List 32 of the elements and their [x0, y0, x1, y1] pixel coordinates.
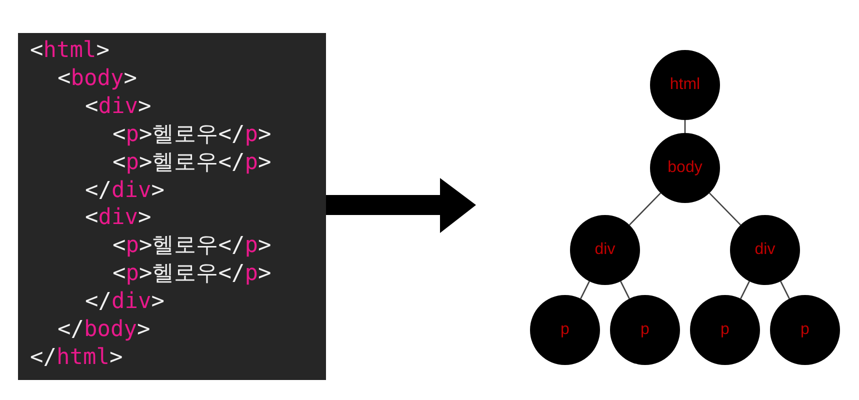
connector-line — [708, 192, 742, 226]
node-label: html — [670, 76, 700, 94]
code-line: </html> — [30, 344, 123, 372]
code-line: </div> — [85, 176, 164, 204]
tree-node-circle — [570, 215, 640, 285]
connector-line — [684, 120, 686, 133]
connector-line — [620, 281, 630, 299]
node-label: p — [640, 321, 650, 339]
code-line: <div> — [85, 204, 152, 232]
tree-node-circle — [650, 133, 720, 203]
node-label: div — [754, 241, 776, 259]
connector-line — [780, 281, 790, 299]
code-line: <p>헬로우</p> — [112, 260, 272, 288]
code-line: </body> — [58, 316, 150, 344]
tree-node-circle — [730, 215, 800, 285]
code-line: <p>헬로우</p> — [112, 120, 272, 149]
code-line: <p>헬로우</p> — [112, 232, 272, 260]
node-label: body — [668, 159, 702, 177]
code-line: </div> — [85, 288, 164, 316]
node-label: p — [720, 321, 730, 339]
node-label: p — [800, 321, 810, 339]
code-line: <div> — [85, 92, 152, 121]
code-panel — [18, 33, 326, 380]
node-label: p — [560, 321, 570, 339]
connector-line — [580, 281, 590, 299]
node-label: div — [594, 241, 616, 259]
connector-line — [740, 281, 750, 299]
code-line: <html> — [30, 37, 110, 65]
block-arrow — [326, 178, 476, 233]
code-line: <p>헬로우</p> — [112, 148, 272, 177]
code-line: <body> — [58, 64, 137, 93]
connector-line — [628, 192, 662, 226]
